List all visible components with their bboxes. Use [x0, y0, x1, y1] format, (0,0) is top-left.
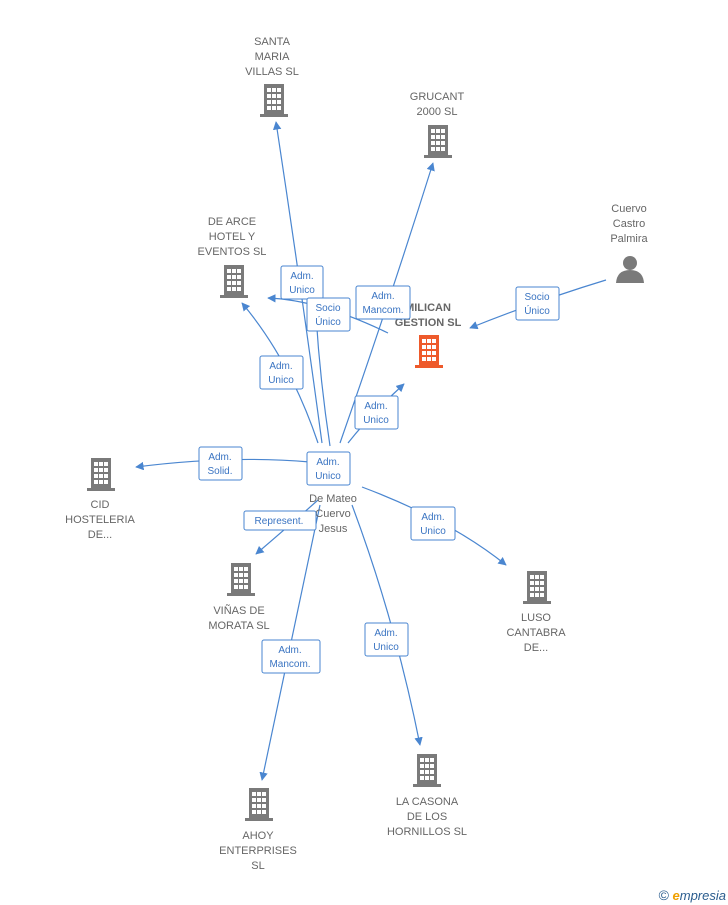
copyright-symbol: ©	[658, 887, 669, 903]
svg-text:Represent.: Represent.	[255, 516, 304, 527]
relation-label[interactable]: Represent.	[243, 510, 317, 531]
svg-text:Adm.Mancom.: Adm.Mancom.	[269, 645, 310, 670]
building-icon	[87, 458, 115, 491]
svg-text:Adm.Unico: Adm.Unico	[315, 457, 341, 482]
building-icon	[523, 571, 551, 604]
relation-label[interactable]: Adm.Unico	[364, 622, 409, 657]
relation-label[interactable]: Adm.Unico	[306, 451, 351, 486]
empresia-logo: empresia	[672, 888, 726, 903]
svg-text:Adm.Unico: Adm.Unico	[420, 512, 446, 537]
footer-brand: © empresia	[659, 887, 726, 903]
svg-text:Adm.Mancom.: Adm.Mancom.	[362, 291, 403, 316]
svg-text:Adm.Unico: Adm.Unico	[373, 628, 399, 653]
svg-text:Adm.Solid.: Adm.Solid.	[207, 452, 232, 477]
building-icon	[415, 335, 443, 368]
building-icon	[260, 84, 288, 117]
relation-label[interactable]: Adm.Unico	[280, 265, 324, 300]
relation-label[interactable]: Adm.Unico	[410, 506, 456, 541]
building-icon	[227, 563, 255, 596]
relation-label[interactable]: Adm.Unico	[259, 355, 304, 390]
svg-text:Adm.Unico: Adm.Unico	[363, 401, 389, 426]
svg-text:Adm.Unico: Adm.Unico	[289, 271, 315, 296]
building-icon	[220, 265, 248, 298]
building-icon	[413, 754, 441, 787]
building-icon	[424, 125, 452, 158]
relation-label[interactable]: Adm.Unico	[354, 395, 399, 430]
svg-text:Adm.Unico: Adm.Unico	[268, 361, 294, 386]
relation-label[interactable]: Adm.Solid.	[198, 446, 243, 481]
relation-label[interactable]: Adm.Mancom.	[355, 285, 411, 320]
relation-label[interactable]: Adm.Mancom.	[261, 639, 321, 674]
edge-dearce-socio-tail	[315, 314, 331, 447]
person-icon	[616, 256, 644, 283]
building-icon	[245, 788, 273, 821]
